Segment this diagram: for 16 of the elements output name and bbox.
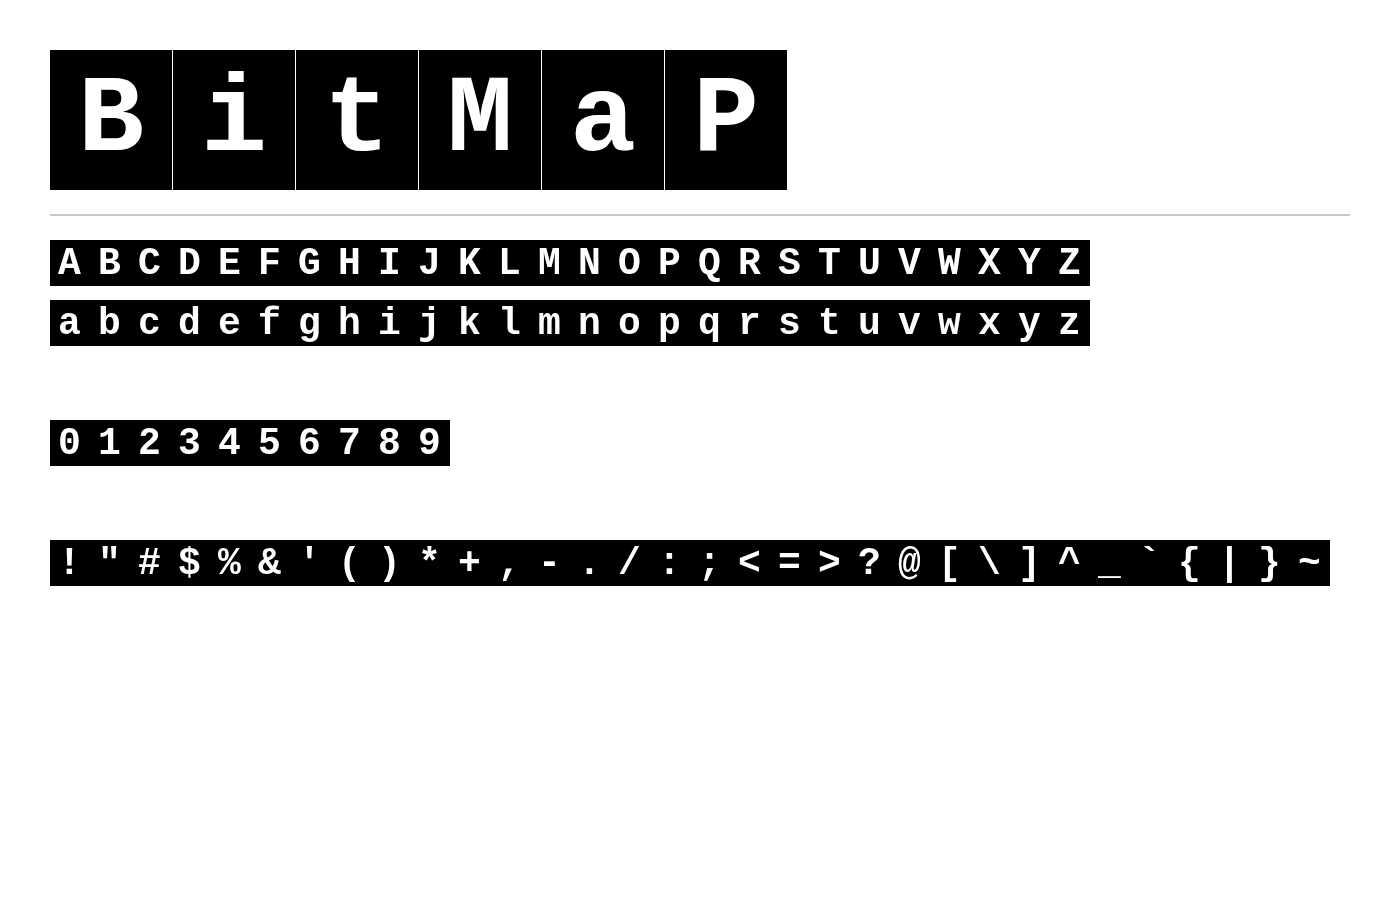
character-set: ABCDEFGHIJKLMNOPQRSTUVWXYZ [58,241,1099,285]
glyph: M [447,57,513,183]
letter-tile [50,50,172,190]
letter-tile [419,50,541,190]
letter-tile [665,50,787,190]
glyph: i [201,57,267,183]
letter-tile [542,50,664,190]
glyph: t [324,57,390,183]
glyph: P [693,57,759,183]
glyph: a [570,57,636,183]
letter-tile [173,50,295,190]
character-set: !"#$%&'()*+,-./:;<=>?@[\]^_`{|}~ [58,541,1339,585]
character-set: abcdefghijklmnopqrstuvwxyz [58,301,1099,345]
character-set: 0123456789 [58,421,459,465]
letter-tile [296,50,418,190]
glyph: B [78,57,144,183]
